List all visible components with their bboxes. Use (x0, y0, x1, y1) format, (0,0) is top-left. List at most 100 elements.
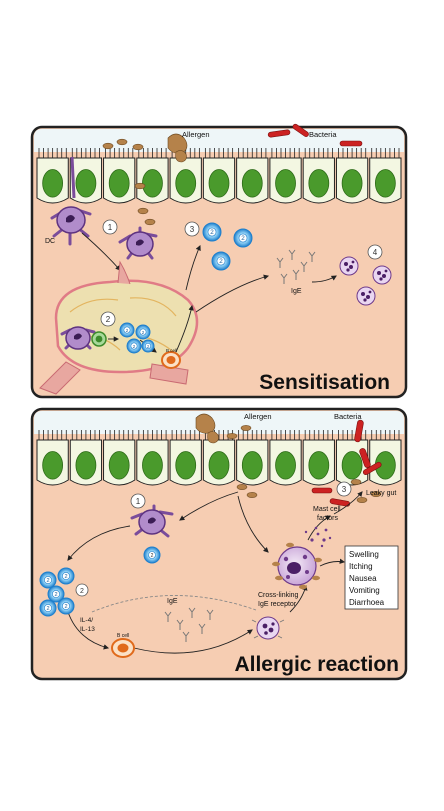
allergen-label: Allergen (182, 130, 210, 139)
panel1-title: Sensitisation (259, 371, 390, 394)
dc-in-lymph-node (60, 326, 96, 350)
epithelial-cell (269, 430, 302, 486)
mast-cell-factors-label-1: Mast cell (313, 506, 341, 513)
epithelial-cell (103, 148, 136, 204)
svg-text:1: 1 (136, 497, 141, 506)
epithelial-cell (202, 148, 236, 204)
b-cell-label: B cell (166, 348, 177, 353)
to-dc-arrow (179, 491, 239, 521)
th2-cells-cluster: 2 2 2 2 2 (39, 567, 75, 617)
dc-label: DC (45, 238, 55, 245)
step-2-marker-2: 2 (75, 583, 89, 597)
mast-cells (339, 256, 392, 306)
th2-to-bcell-arrow (67, 611, 110, 650)
th2-label: 2 (241, 235, 245, 242)
symptom-item: Swelling (349, 550, 379, 559)
th2-cell: 2 (135, 324, 151, 340)
symptom-item: Vomiting (349, 586, 380, 595)
mast-cell-factors-label-2: factors (317, 515, 339, 522)
ige-to-mast-arrow (311, 275, 337, 283)
th2-label: 2 (54, 592, 57, 598)
th2-cell: 2 (39, 599, 57, 617)
th2-cells-tissue: 2 2 2 (202, 222, 253, 271)
mast-cell-small (251, 616, 285, 640)
svg-text:2: 2 (80, 588, 84, 595)
panel2-epithelium (36, 430, 402, 486)
th2-label: 2 (46, 606, 49, 612)
epithelial-cell (36, 148, 69, 204)
epithelial-cell (69, 148, 103, 204)
dendritic-cell (50, 156, 92, 246)
ige-dashed-arc (91, 595, 257, 613)
th2-cell: 2 (57, 567, 75, 585)
epithelial-cell (236, 430, 269, 486)
leaky-gut-label: Leaky gut (366, 490, 396, 497)
epithelial-cell (136, 148, 169, 204)
epithelial-cell (369, 148, 402, 204)
to-th2-arrow (185, 245, 201, 291)
to-mast-arrow (237, 495, 269, 553)
th2-label: 2 (142, 330, 145, 336)
dc-to-th2-arrow (67, 525, 131, 561)
panel1-lumen (34, 129, 404, 152)
crosslink-label-1: Cross-linking (258, 592, 299, 599)
svg-text:3: 3 (342, 485, 347, 494)
epithelial-cell (302, 148, 335, 204)
svg-text:2: 2 (151, 553, 154, 559)
b-cell-2 (111, 638, 135, 658)
step-3-marker: 3 (184, 221, 200, 237)
th2-label: 2 (210, 229, 214, 236)
symptom-item: Diarrhoea (349, 598, 385, 607)
th2-label: 2 (64, 604, 67, 610)
to-symptoms-arrow (319, 558, 346, 567)
th2-cell: 2 (57, 597, 75, 615)
allergen-label-2: Allergen (244, 412, 272, 421)
mast-cell-degranulating (272, 542, 322, 590)
dendritic-cell-2 (130, 504, 174, 538)
symptom-item: Itching (349, 562, 373, 571)
ige-antibodies (276, 249, 316, 284)
epithelial-cell (202, 430, 236, 486)
ln-exit-arrow (175, 304, 194, 353)
mast-to-factors-arrow (307, 515, 331, 541)
svg-text:3: 3 (190, 225, 195, 234)
th2-label: 2 (126, 328, 129, 334)
th2-label: 2 (219, 258, 223, 265)
bacteria-2 (311, 419, 382, 507)
symptoms-box: Swelling Itching Nausea Vomiting Diarrho… (344, 545, 399, 610)
epithelial-cell (136, 430, 169, 486)
epithelial-cell (236, 148, 269, 204)
to-ige-arrow (195, 274, 270, 313)
ige-label: IgE (291, 288, 302, 295)
epithelial-cell (269, 148, 302, 204)
allergen-particles-2 (195, 413, 382, 503)
allergen-particles (102, 133, 188, 226)
step-1-marker-2: 1 (130, 493, 146, 509)
mast-cell-granules (304, 526, 332, 548)
epithelial-cell (369, 430, 402, 486)
panel1-epithelium (36, 148, 402, 204)
th2-cell: 2 (141, 339, 155, 353)
th2-label: 2 (46, 578, 49, 584)
bacteria-label: Bacteria (309, 130, 337, 139)
il4-label: IL-4/ (80, 617, 93, 624)
bacteria (267, 123, 363, 147)
panel-sensitisation: Allergen Bacteria DC (30, 123, 408, 399)
th2-cell: 2 (233, 228, 253, 248)
bcell-to-mast-arrow (133, 629, 253, 654)
panel2-title: Allergic reaction (234, 653, 399, 676)
il13-label: IL-13 (80, 626, 95, 633)
symptom-item: Nausea (349, 574, 377, 583)
ige-label-2: IgE (167, 598, 178, 605)
epithelial-cell (103, 430, 136, 486)
panel2-lumen (34, 411, 404, 434)
epithelial-cell (69, 430, 103, 486)
factors-to-leaky-arrow (333, 491, 363, 515)
epithelial-cell (169, 148, 202, 204)
b-cell (161, 351, 181, 369)
th2-cell: 2 (126, 338, 142, 354)
th2-cell: 2 (211, 251, 231, 271)
